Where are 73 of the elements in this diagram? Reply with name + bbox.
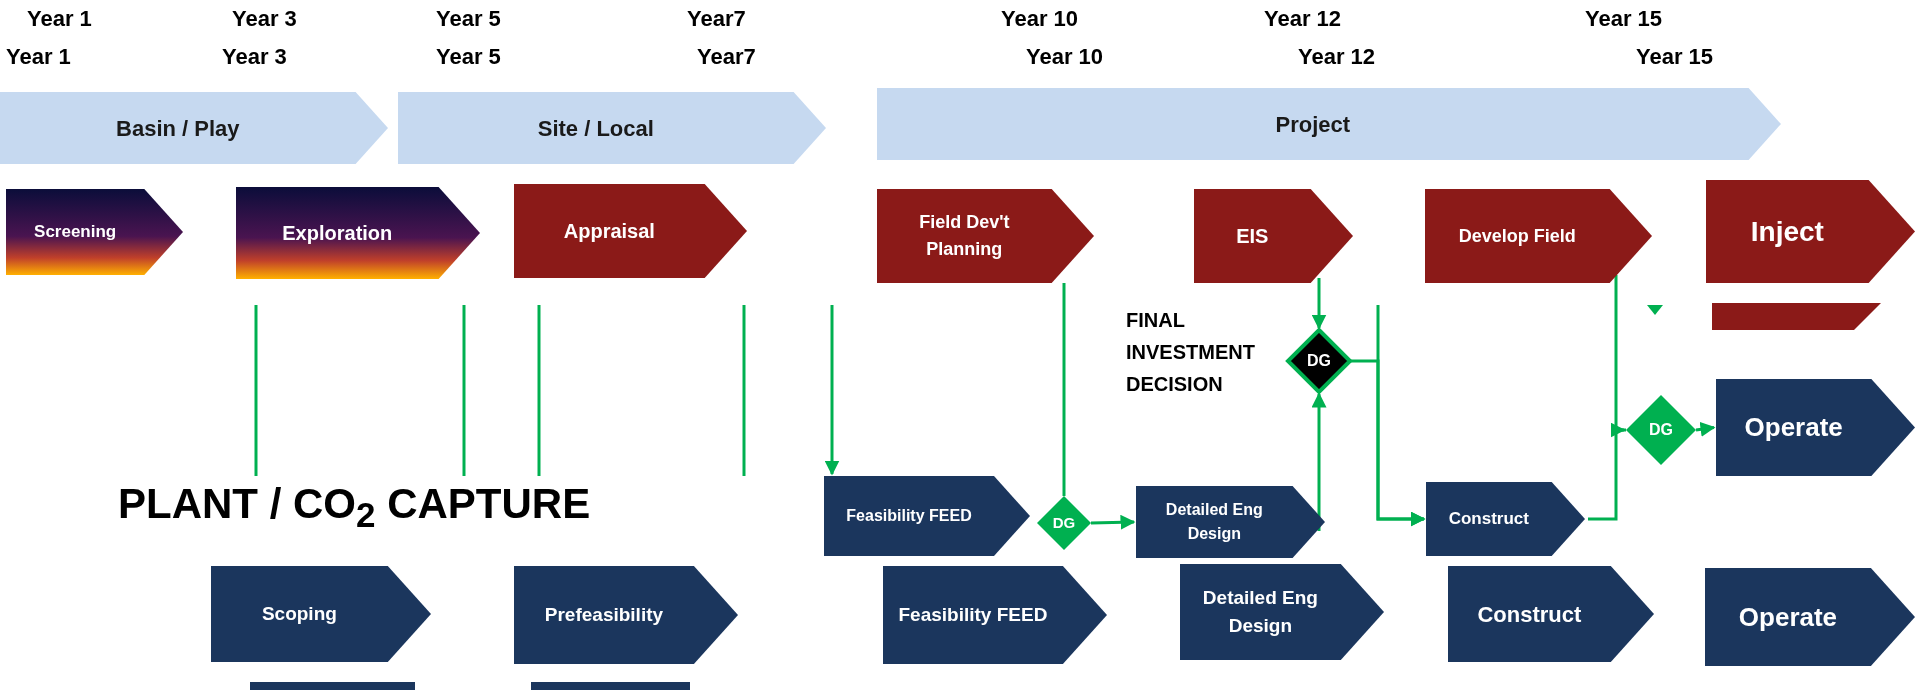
connector-line	[1062, 283, 1066, 496]
connector-line	[1614, 275, 1626, 432]
stage-block	[211, 566, 431, 662]
stage-block	[1448, 566, 1654, 662]
stage-block	[824, 476, 1030, 556]
stage-label: Prefeasibility	[544, 602, 664, 627]
band-label: Basin / Play	[116, 114, 240, 143]
stage-label: Exploration	[282, 221, 393, 246]
decision-diamond	[1037, 496, 1091, 550]
band-label: Project	[1275, 110, 1351, 139]
stage-block	[236, 187, 480, 279]
phase-band	[877, 88, 1781, 160]
year-label: Year 12	[1264, 6, 1342, 32]
stage-block	[877, 189, 1094, 283]
stage-block	[1705, 568, 1915, 666]
stage-label: EIS	[1236, 224, 1269, 249]
stage-block	[1716, 379, 1915, 476]
arrow	[1588, 422, 1626, 521]
year-label: Year 1	[6, 44, 71, 70]
stage-block	[514, 566, 738, 664]
cropped-bar	[250, 682, 415, 690]
year-label: Year 1	[27, 6, 92, 32]
decision-caption: FINAL INVESTMENT DECISION	[1126, 308, 1256, 397]
arrow	[1376, 305, 1426, 527]
stage-block	[1194, 189, 1353, 283]
year-label: Year7	[697, 44, 756, 70]
stage-label: Feasibility FEED	[898, 602, 1048, 627]
year-label: Year 10	[1026, 44, 1104, 70]
diamond-label: DG	[1052, 512, 1076, 533]
decision-diamond	[1626, 395, 1696, 465]
stage-label: Screening	[34, 221, 117, 244]
stage-block	[1180, 564, 1384, 660]
stage-label: Appraisal	[563, 219, 655, 244]
phase-band	[398, 92, 826, 164]
stage-label: Detailed Eng Design	[1201, 585, 1319, 638]
stage-label: Scoping	[261, 601, 337, 626]
stage-label: Develop Field	[1458, 224, 1576, 248]
year-label: Year 5	[436, 6, 501, 32]
stage-block	[6, 189, 183, 275]
stage-block	[1426, 482, 1585, 556]
year-label: Year 3	[222, 44, 287, 70]
arrow	[1695, 421, 1716, 437]
year-label: Year 10	[1001, 6, 1079, 32]
year-label: Year 5	[436, 44, 501, 70]
year-label: Year7	[687, 6, 746, 32]
cropped-bar	[531, 682, 690, 690]
arrow	[1311, 278, 1327, 330]
year-label: Year 15	[1636, 44, 1714, 70]
diamond-label: DG	[1649, 420, 1673, 440]
stage-label: Inject	[1750, 214, 1824, 249]
stage-block	[1706, 180, 1915, 283]
stage-label: Operate	[1738, 600, 1838, 634]
arrow	[1311, 392, 1327, 531]
band-label: Site / Local	[537, 114, 654, 143]
stage-label: Construct	[1477, 600, 1582, 629]
stage-block	[514, 184, 747, 278]
year-label: Year 3	[232, 6, 297, 32]
section-title: PLANT / CO$_{2}$ CAPTURE	[118, 480, 591, 536]
stage-block	[1425, 189, 1652, 283]
arrow	[824, 305, 840, 476]
stage-block	[883, 566, 1107, 664]
stage-label: Detailed Eng Design	[1164, 500, 1264, 544]
year-label: Year 12	[1298, 44, 1376, 70]
stage-label: Construct	[1448, 508, 1529, 531]
year-label: Year 15	[1585, 6, 1663, 32]
cropped-bar	[1712, 303, 1881, 330]
stage-label: Feasibility FEED	[846, 506, 972, 526]
stage-label: Operate	[1744, 411, 1843, 444]
stage-block	[1136, 486, 1325, 558]
diamond-label: DG	[1307, 351, 1331, 371]
stage-label: Field Dev't Planning	[918, 211, 1011, 261]
arrow	[1090, 514, 1136, 530]
phase-band	[0, 92, 388, 164]
